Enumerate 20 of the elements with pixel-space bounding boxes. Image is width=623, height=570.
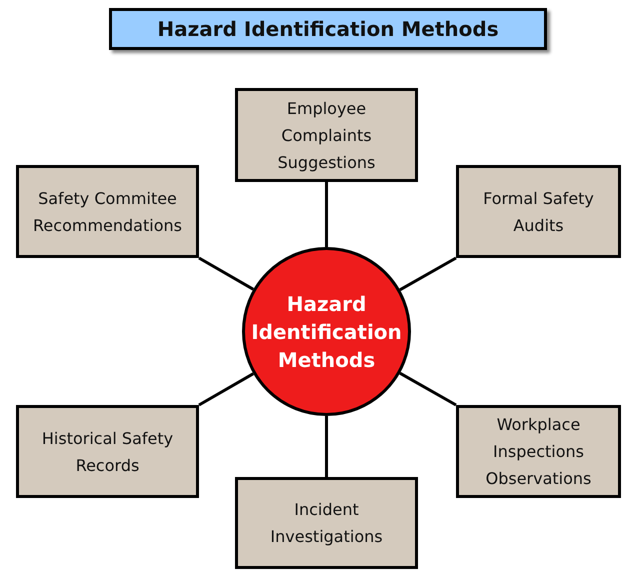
connector-line — [198, 372, 254, 406]
method-box — [456, 405, 621, 498]
node-label: Incident Investigations — [269, 499, 384, 548]
method-box — [16, 165, 199, 258]
connector-line — [399, 372, 457, 406]
connector-line — [399, 256, 457, 292]
node-label: Historical Safety Records — [40, 428, 174, 476]
connector-line — [325, 416, 328, 477]
connector-line — [198, 256, 254, 291]
method-box — [235, 477, 418, 569]
method-box — [456, 165, 621, 258]
node-label: Employee Complaints Suggestions — [276, 98, 376, 174]
node-label: Safety Commitee Recommendations — [32, 188, 183, 236]
title-banner: Hazard Identification Methods — [109, 8, 547, 50]
connector-line — [325, 182, 328, 247]
method-box — [16, 405, 199, 498]
node-label: Formal Safety Audits — [482, 188, 595, 236]
method-box — [235, 88, 418, 182]
node-label: Workplace Inspections Observations — [484, 414, 592, 490]
node-label: Hazard Identification Methods — [251, 290, 402, 374]
